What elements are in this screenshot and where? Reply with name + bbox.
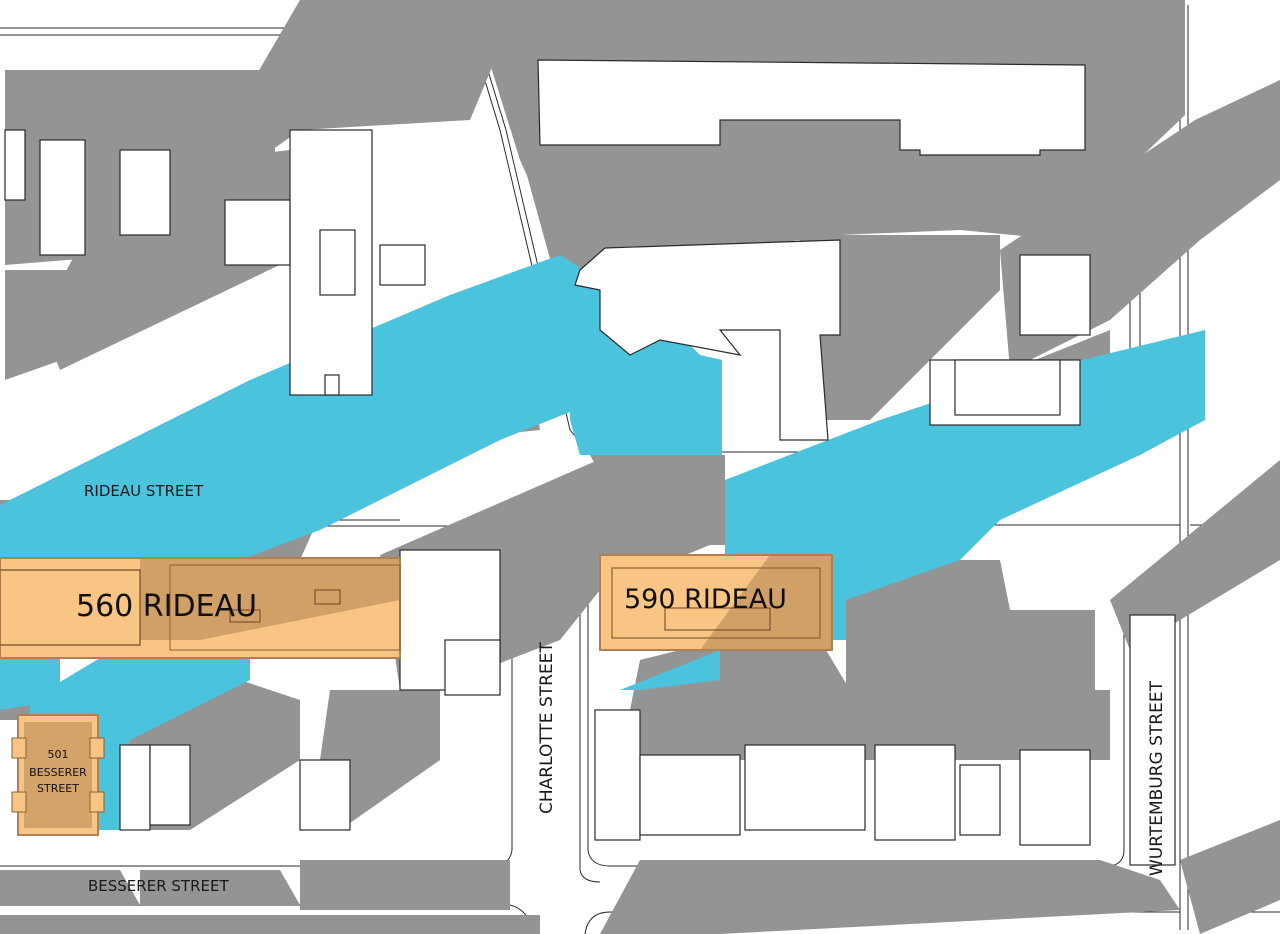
street-label-wurtemburg: WURTEMBURG STREET	[1147, 680, 1167, 876]
building-501-label-1: 501	[48, 748, 69, 761]
street-label-rideau: RIDEAU STREET	[84, 482, 204, 500]
building-590-label: 590 RIDEAU	[624, 584, 787, 615]
street-label-besserer: BESSERER STREET	[88, 877, 229, 895]
building-501-label-3: STREET	[37, 782, 79, 795]
building-590-rideau: 590 RIDEAU	[599, 554, 833, 651]
building-501-label-2: BESSERER	[29, 766, 87, 779]
building-560-label: 560 RIDEAU	[76, 589, 257, 624]
building-501-besserer: 501 BESSERER STREET	[11, 714, 105, 836]
context-buildings	[4, 59, 1176, 866]
highlight-band	[0, 255, 1205, 830]
building-560-rideau: 560 RIDEAU	[0, 557, 401, 659]
street-label-charlotte: CHARLOTTE STREET	[537, 642, 557, 814]
